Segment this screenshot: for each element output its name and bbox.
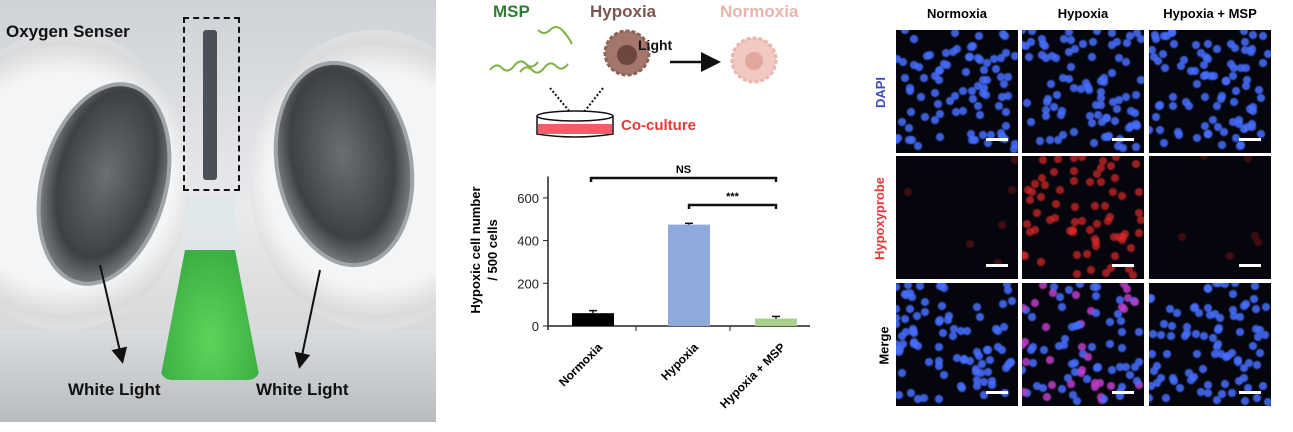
micrograph-dapi-hypoxia	[1022, 30, 1144, 153]
y-axis-label-line2: / 500 cells	[485, 219, 500, 280]
micrograph-hypoxyprobe-normoxia	[896, 156, 1018, 279]
normoxic-cell-nucleus	[745, 52, 763, 70]
white-light-left-label: White Light	[68, 380, 161, 399]
column-label: Hypoxia + MSP	[1163, 6, 1257, 21]
light-label: Light	[638, 37, 673, 53]
bar-hypoxia-msp	[755, 318, 797, 326]
y-tick-label: 0	[532, 319, 539, 334]
micrograph-merge-normoxia	[896, 283, 1018, 406]
significance-label: NS	[676, 164, 691, 176]
scale-bar	[986, 138, 1008, 141]
row-label: Merge	[876, 326, 892, 365]
scale-bar	[1239, 264, 1261, 267]
oxygen-sensor-label: Oxygen Senser	[6, 22, 130, 41]
significance-bracket	[687, 203, 778, 209]
scale-bar	[986, 391, 1008, 394]
scale-bar	[986, 264, 1008, 267]
y-tick-label: 400	[517, 234, 539, 249]
column-label: Hypoxia	[1057, 6, 1109, 21]
x-tick-label: Hypoxia	[658, 340, 701, 383]
sensor-highlight-box	[183, 17, 240, 191]
y-tick-label: 200	[517, 276, 539, 291]
hypoxia-label: Hypoxia	[590, 2, 657, 21]
significance-bracket	[589, 176, 778, 182]
row-label: Hypoxyprobe	[872, 176, 888, 261]
coculture-label: Co-culture	[621, 117, 696, 134]
light-arrows	[99, 264, 321, 369]
scale-bar	[1239, 138, 1261, 141]
scale-bar	[1112, 264, 1134, 267]
scale-bar	[1112, 391, 1134, 394]
scale-bar	[1239, 391, 1261, 394]
column-label: Normoxia	[927, 6, 987, 21]
msp-label: MSP	[493, 2, 530, 21]
dotted-line-right	[583, 87, 604, 113]
micrograph-merge-hypoxia	[1022, 283, 1144, 406]
oxygen-sensor-probe	[203, 30, 217, 180]
micrograph-dapi-hypoxia-msp	[1149, 30, 1271, 153]
white-light-right-label: White Light	[256, 380, 349, 399]
y-axis-label-line1: Hypoxic cell number	[468, 186, 483, 313]
bar-normoxia	[572, 313, 614, 326]
x-tick-label: Hypoxia + MSP	[717, 340, 788, 411]
row-label: DAPI	[873, 76, 889, 109]
bar-hypoxia	[668, 224, 710, 326]
micrograph-hypoxyprobe-hypoxia	[1022, 156, 1144, 279]
flask-neck	[185, 195, 235, 255]
left-arrow	[99, 264, 128, 364]
hypoxic-cell-bar-chart: Hypoxic cell number / 500 cells 0 200 400 6…	[468, 164, 810, 411]
scale-bar	[1112, 138, 1134, 141]
msp-filaments-icon	[489, 26, 573, 74]
significance-label: ***	[726, 191, 740, 203]
right-arrow	[294, 269, 321, 369]
y-tick-label: 600	[517, 191, 539, 206]
coculture-schematic	[489, 26, 778, 138]
hypoxic-cell-nucleus	[617, 45, 637, 65]
culture-dish-icon	[536, 110, 614, 122]
dotted-line-left	[549, 87, 571, 113]
oxygen-sensor-photo: Oxygen Senser White Light White Light	[0, 0, 436, 422]
micrograph-hypoxyprobe-hypoxia-msp	[1149, 156, 1271, 279]
micrograph-dapi-normoxia	[896, 30, 1018, 153]
micrograph-merge-hypoxia-msp	[1149, 283, 1271, 406]
x-tick-label: Normoxia	[556, 340, 605, 389]
normoxia-label: Normoxia	[720, 2, 799, 21]
